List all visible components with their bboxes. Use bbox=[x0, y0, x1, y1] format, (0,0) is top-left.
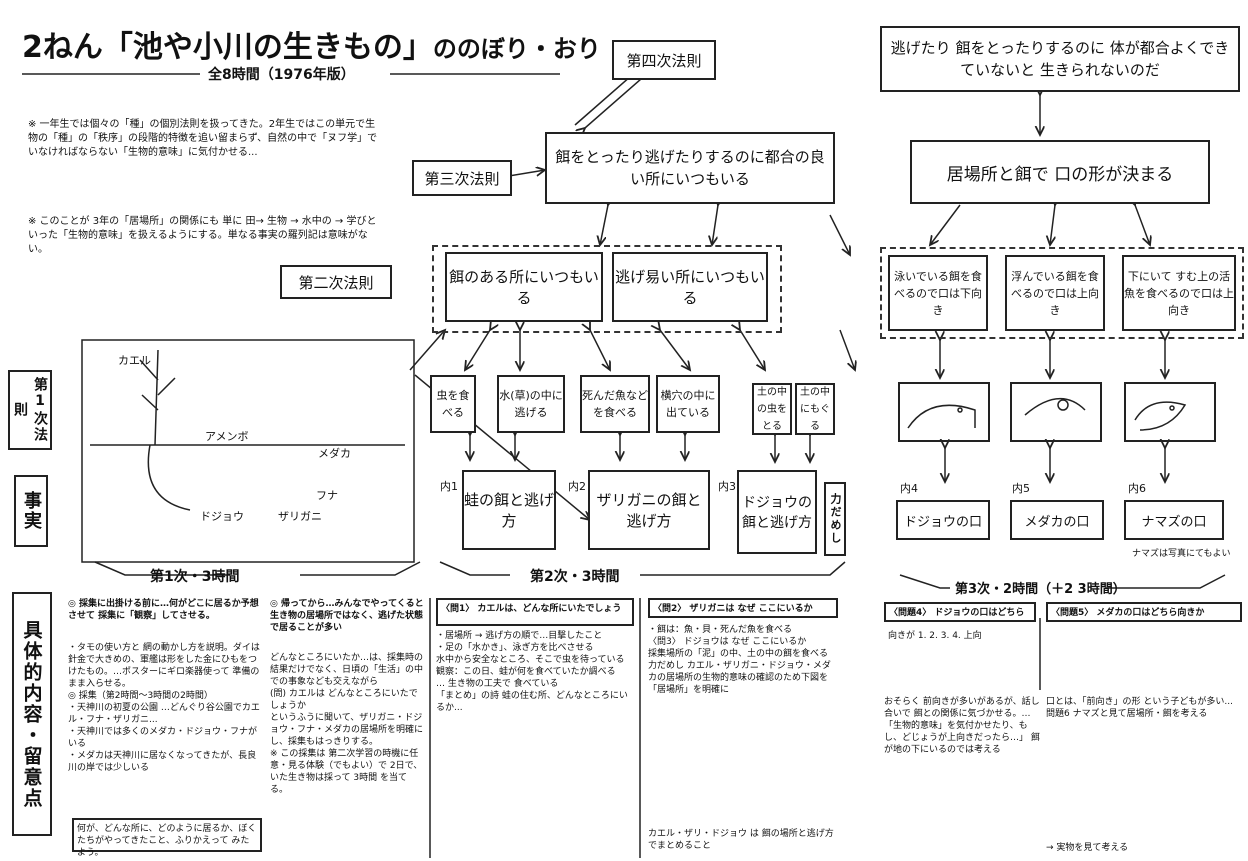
q1-header: 〈問1〉 カエルは、どんな所にいたでしょう bbox=[436, 598, 634, 626]
q3-body: おそらく 前向きが多いがあるが、話し合いで 餌との関係に気づかせる。… 「生物的… bbox=[884, 696, 1040, 756]
trial-text: 力だめし bbox=[827, 493, 843, 545]
q2-body: ・餌は：魚・貝・死んだ魚を食べる 〈問3〉 ドジョウは なぜ ここにいるか 採集… bbox=[648, 624, 838, 696]
fact-label: 事実 bbox=[18, 491, 44, 531]
outcome3-number: 内3 bbox=[718, 478, 736, 495]
box-food-text: 餌のある所にいつもいる bbox=[447, 266, 601, 308]
q2-footer: カエル・ザリ・ドジョウ は 餌の場所と逃げ方 でまとめること bbox=[648, 828, 838, 852]
mouth5-box: メダカの口 bbox=[1010, 500, 1104, 540]
phase-third: 第3次・2時間（＋2 3時間） bbox=[955, 578, 1126, 597]
law-first-box: 第1次法則 bbox=[8, 370, 52, 450]
trial-box: 力だめし bbox=[824, 482, 846, 556]
col2-title: ◎ 帰ってから…みんなでやってくると 生き物の居場所ではなく、逃げた状態で居るこ… bbox=[270, 598, 424, 634]
col1-title: ◎ 採集に出掛ける前に…何がどこに居るか予想させて 採集に「観察」してさせる。 bbox=[68, 598, 264, 622]
outcome3-text: ドジョウの餌と逃げ方 bbox=[739, 492, 815, 532]
phase-first: 第1次・3時間 bbox=[150, 566, 239, 586]
small-box-3: 死んだ魚などを食べる bbox=[580, 375, 650, 433]
mouth4-text: ドジョウの口 bbox=[904, 511, 982, 530]
col1-body: ・タモの使い方と 網の動かし方を説明。ダイは針金で大きめの、軍艦は形をした金にひ… bbox=[68, 642, 264, 774]
page-title: 2ねん「池や小川の生きもの」ののぼり・おり bbox=[22, 22, 601, 66]
small-box-5-text: 土の中の虫をとる bbox=[754, 384, 790, 435]
right-top-text: 逃げたり 餌をとったりするのに 体が都合よくできていないと 生きられないのだ bbox=[886, 37, 1234, 81]
mouth4-number: 内4 bbox=[900, 480, 918, 497]
note-second: ※ このことが 3年の「居場所」の関係にも 単に 田→ 生物 → 水中の → 学… bbox=[28, 215, 380, 257]
small-box-6-text: 土の中にもぐる bbox=[797, 384, 833, 435]
pond-label-funa: フナ bbox=[316, 487, 338, 504]
outcome2-number: 内2 bbox=[568, 478, 586, 495]
middle-top-box: 餌をとったり逃げたりするのに都合の良い所にいつもいる bbox=[545, 132, 835, 204]
law-third-label: 第三次法則 bbox=[424, 168, 499, 189]
mouth-shape-box: 居場所と餌で 口の形が決まる bbox=[910, 140, 1210, 204]
mouth-reason-2: 浮んでいる餌を食べるので口は上向き bbox=[1005, 255, 1105, 331]
mouth6-box: ナマズの口 bbox=[1124, 500, 1224, 540]
small-box-1-text: 虫を食べる bbox=[432, 387, 474, 421]
col1-footer: 何が、どんな所に、どのように居るか、ぼくたちがやってきたこと、ふりかえって みた… bbox=[72, 818, 262, 852]
content-box: 具体的内容・留意点 bbox=[12, 592, 52, 836]
mouth5-number: 内5 bbox=[1012, 480, 1030, 497]
small-box-4: 横穴の中に出ている bbox=[656, 375, 720, 433]
law-first-label: 第1次法則 bbox=[10, 372, 50, 448]
q4-header: 〈問題4〉 ドジョウの口はどちら bbox=[884, 602, 1036, 622]
q1-body: ・居場所 → 逃げ方の順で…目撃したこと ・足の「水かき」、泳ぎ方を比べさせる … bbox=[436, 630, 634, 714]
law-third-box: 第三次法則 bbox=[412, 160, 512, 196]
mouth-reason-3: 下にいて すむ上の活魚を食べるので口は上向き bbox=[1122, 255, 1236, 331]
mouth6-number: 内6 bbox=[1128, 480, 1146, 497]
mouth4-box: ドジョウの口 bbox=[896, 500, 990, 540]
small-box-1: 虫を食べる bbox=[430, 375, 476, 433]
outcome2-text: ザリガニの餌と逃げ方 bbox=[590, 489, 708, 531]
fish-sketch-2 bbox=[1010, 382, 1102, 442]
outcome1-text: 蛙の餌と逃げ方 bbox=[464, 489, 554, 531]
outcome3-box: ドジョウの餌と逃げ方 bbox=[737, 470, 817, 554]
fish-sketch-1 bbox=[898, 382, 990, 442]
phase-second: 第2次・3時間 bbox=[530, 566, 619, 586]
mouth5-text: メダカの口 bbox=[1024, 511, 1089, 530]
mouth6-note: ナマズは写真にてもよい bbox=[1132, 546, 1231, 559]
law-fourth-label: 第四次法則 bbox=[626, 50, 701, 71]
mouth-reason-3-text: 下にいて すむ上の活魚を食べるので口は上向き bbox=[1124, 268, 1234, 319]
mouth-shape-text: 居場所と餌で 口の形が決まる bbox=[947, 160, 1173, 185]
q5-header: 〈問題5〉 メダカの口はどちら向きか bbox=[1046, 602, 1242, 622]
small-box-2: 水(草)の中に逃げる bbox=[497, 375, 565, 433]
outcome1-number: 内1 bbox=[440, 478, 458, 495]
pond-label-medaka: メダカ bbox=[318, 445, 351, 462]
law-second-box: 第二次法則 bbox=[280, 265, 392, 299]
small-box-2-text: 水(草)の中に逃げる bbox=[499, 387, 563, 421]
content-label: 具体的内容・留意点 bbox=[19, 620, 46, 809]
mouth-reason-2-text: 浮んでいる餌を食べるので口は上向き bbox=[1007, 268, 1103, 319]
pond-label-amenbo: アメンボ bbox=[205, 428, 248, 445]
box-escape-text: 逃げ易い所にいつもいる bbox=[614, 266, 766, 308]
box-escape-place: 逃げ易い所にいつもいる bbox=[612, 252, 768, 322]
law-fourth-box: 第四次法則 bbox=[612, 40, 716, 80]
right-top-box: 逃げたり 餌をとったりするのに 体が都合よくできていないと 生きられないのだ bbox=[880, 26, 1240, 92]
mouth-reason-1: 泳いでいる餌を食べるので口は下向き bbox=[888, 255, 988, 331]
small-box-4-text: 横穴の中に出ている bbox=[658, 387, 718, 421]
box-food-place: 餌のある所にいつもいる bbox=[445, 252, 603, 322]
q2-header: 〈問2〉 ザリガニは なぜ ここにいるか bbox=[648, 598, 838, 618]
small-box-6: 土の中にもぐる bbox=[795, 383, 835, 435]
pond-label-kaeru: カエル bbox=[118, 352, 151, 369]
outcome1-box: 蛙の餌と逃げ方 bbox=[462, 470, 556, 550]
q4-options: 向きが 1. 2. 3. 4. 上向 bbox=[888, 630, 1036, 642]
small-box-3-text: 死んだ魚などを食べる bbox=[582, 387, 648, 421]
col2-body: どんなところにいたか…は、採集時の結果だけでなく、日頃の「生活」の中での事象など… bbox=[270, 652, 424, 796]
law-second-label: 第二次法則 bbox=[298, 272, 373, 293]
q6-footer: → 実物を見て考える bbox=[1046, 842, 1242, 854]
title-suffix: ののぼり・おり bbox=[433, 35, 601, 63]
fish-sketch-3 bbox=[1124, 382, 1216, 442]
mouth6-text: ナマズの口 bbox=[1141, 511, 1206, 530]
pond-label-dojou: ドジョウ bbox=[200, 508, 244, 525]
note-first: ※ 一年生では個々の「種」の個別法則を扱ってきた。2年生ではこの単元で生物の「種… bbox=[28, 118, 380, 160]
title-main: 2ねん「池や小川の生きもの」 bbox=[22, 30, 433, 65]
q5-body: 口とは、「前向き」の形 という子どもが多い... 問題6 ナマズと見て居場所・餌… bbox=[1046, 696, 1242, 720]
pond-label-zarigani: ザリガニ bbox=[278, 508, 322, 525]
fact-box: 事実 bbox=[14, 475, 48, 547]
middle-top-text: 餌をとったり逃げたりするのに都合の良い所にいつもいる bbox=[553, 146, 827, 190]
small-box-5: 土の中の虫をとる bbox=[752, 383, 792, 435]
outcome2-box: ザリガニの餌と逃げ方 bbox=[588, 470, 710, 550]
mouth-reason-1-text: 泳いでいる餌を食べるので口は下向き bbox=[890, 268, 986, 319]
page-subtitle: 全8時間（1976年版） bbox=[208, 64, 355, 84]
